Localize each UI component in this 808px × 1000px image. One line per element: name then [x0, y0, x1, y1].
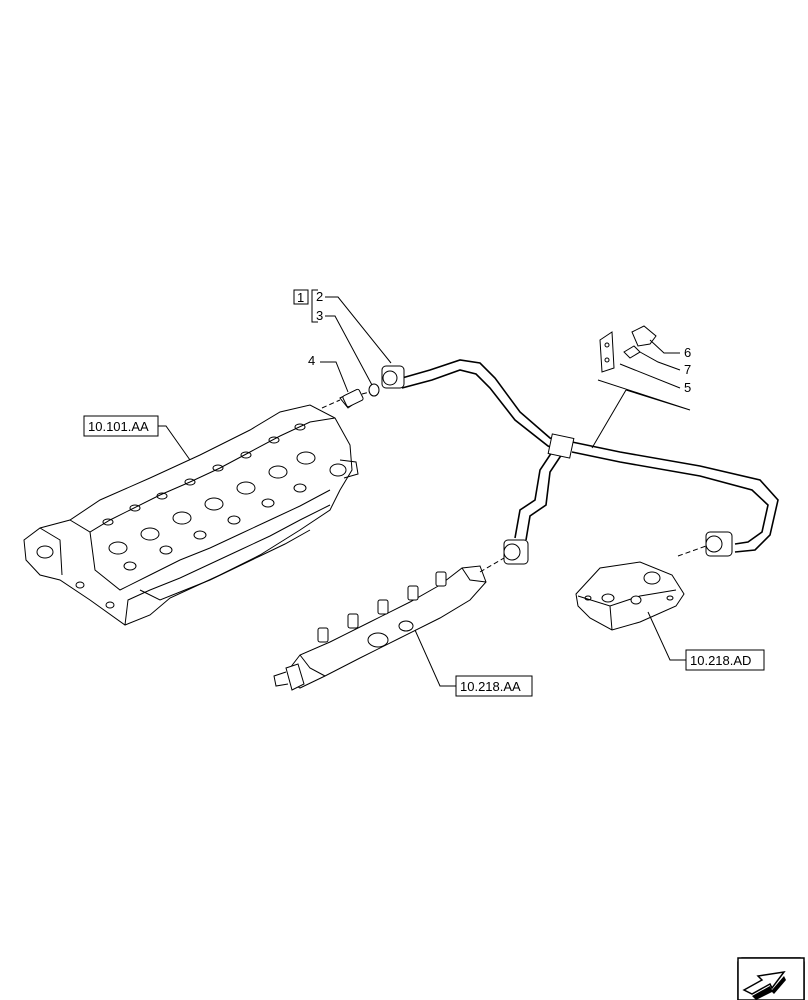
harness-connector-rail [503, 539, 529, 565]
callout-item-5: 5 [619, 363, 691, 395]
ref-box-cylinder-head: 10.101.AA [83, 415, 191, 461]
ref-label-fuel-rail: 10.218.AA [460, 679, 521, 694]
wiring-harness [381, 359, 779, 565]
callout-item-1: 1 [293, 289, 318, 323]
callout-item-6: 6 [649, 339, 691, 360]
assembly-lines [321, 391, 707, 573]
callout-item-3: 3 [316, 308, 373, 386]
ref-label-cylinder-head: 10.101.AA [88, 419, 149, 434]
callout-label-3: 3 [316, 308, 323, 323]
callout-item-2: 2 [316, 289, 392, 364]
callout-label-6: 6 [684, 345, 691, 360]
ref-box-pump-unit: 10.218.AD [647, 611, 765, 671]
callout-label-2: 2 [316, 289, 323, 304]
harness-connector-pump [705, 531, 733, 557]
pressure-sensor-part [339, 383, 380, 409]
callout-label-7: 7 [684, 362, 691, 377]
mounting-bracket-part [599, 331, 615, 373]
bracket-leader-lines [591, 379, 691, 449]
cylinder-head-drawing [23, 404, 359, 626]
callout-item-4: 4 [308, 353, 349, 393]
pump-unit-drawing [575, 561, 685, 631]
callout-label-5: 5 [684, 380, 691, 395]
callout-label-1: 1 [297, 290, 304, 305]
harness-connector-sensor [381, 365, 405, 389]
clip-part [631, 325, 657, 347]
screw-part [623, 345, 641, 359]
ref-label-pump-unit: 10.218.AD [690, 653, 751, 668]
fuel-rail-drawing [273, 565, 487, 691]
navigation-arrow-icon[interactable] [737, 957, 805, 1000]
callout-item-7: 7 [639, 351, 691, 377]
callout-label-4: 4 [308, 353, 315, 368]
ref-box-fuel-rail: 10.218.AA [414, 629, 533, 697]
